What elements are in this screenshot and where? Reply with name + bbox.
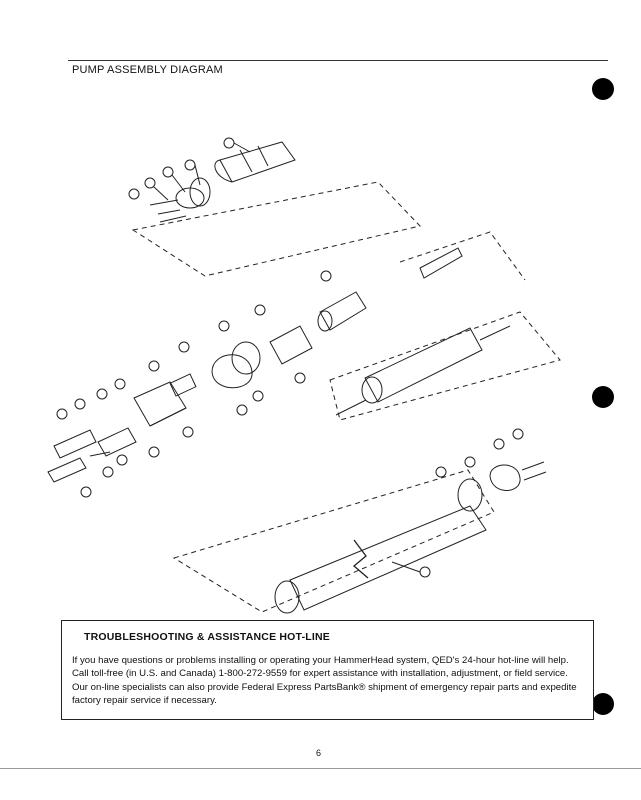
page-number: 6 bbox=[316, 748, 322, 758]
page-title: PUMP ASSEMBLY DIAGRAM bbox=[72, 64, 223, 76]
pump-cylinder-upper bbox=[317, 291, 367, 332]
motor-panel bbox=[329, 231, 561, 421]
binder-hole-bottom bbox=[592, 693, 614, 715]
scan-artifact-line bbox=[0, 768, 641, 769]
hotline-title: TROUBLESHOOTING & ASSISTANCE HOT-LINE bbox=[84, 631, 330, 643]
callout-circles-top bbox=[128, 137, 235, 200]
pump-assembly-diagram bbox=[47, 137, 561, 614]
pump-head-group bbox=[47, 325, 313, 483]
callout-circles-middle bbox=[56, 270, 332, 498]
binder-hole-middle bbox=[592, 386, 614, 408]
top-retainer-group bbox=[131, 141, 421, 277]
hotline-body: If you have questions or problems instal… bbox=[72, 655, 577, 707]
binder-hole-top bbox=[592, 78, 614, 100]
callout-circles-lower bbox=[419, 428, 524, 578]
lower-tube-panel bbox=[172, 461, 547, 614]
title-rule bbox=[68, 60, 608, 61]
hotline-box: TROUBLESHOOTING & ASSISTANCE HOT-LINE If… bbox=[61, 620, 594, 720]
